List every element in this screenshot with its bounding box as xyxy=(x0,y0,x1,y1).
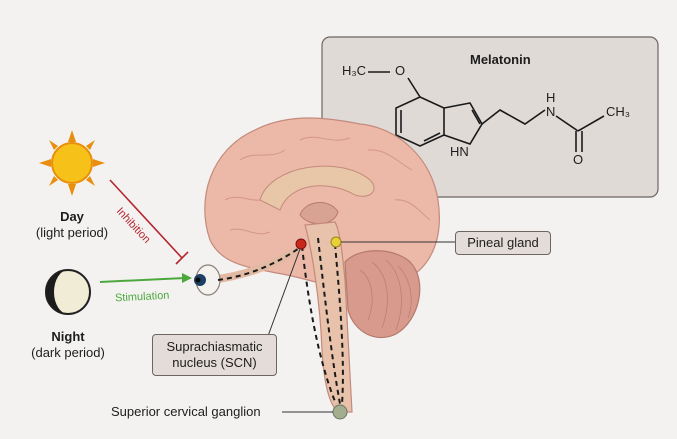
pineal-marker xyxy=(330,236,342,248)
ring-nh-label: HN xyxy=(450,144,469,159)
day-caption: Day (light period) xyxy=(22,209,122,241)
night-caption: Night (dark period) xyxy=(18,329,118,361)
melatonin-structure xyxy=(368,71,605,152)
night-label: Night xyxy=(51,329,85,344)
pineal-gland-label-box: Pineal gland xyxy=(455,231,551,255)
scn-marker xyxy=(295,238,307,250)
ganglion-marker xyxy=(332,404,348,420)
brain-illustration xyxy=(204,117,440,413)
methyl-label: CH₃ xyxy=(606,104,631,119)
pineal-gland-label: Pineal gland xyxy=(467,235,539,250)
melatonin-title: Melatonin xyxy=(470,52,531,67)
moon-icon xyxy=(45,269,91,315)
inhibition-arrow xyxy=(109,179,189,265)
methoxy-label: H₃C xyxy=(342,63,367,78)
ganglion-label: Superior cervical ganglion xyxy=(111,404,261,419)
scn-label-box: Suprachiasmatic nucleus (SCN) xyxy=(152,334,277,376)
nitrogen-label: N xyxy=(546,104,556,119)
oxygen-label: O xyxy=(395,63,406,78)
scn-label-line1: Suprachiasmatic xyxy=(166,339,263,354)
carbonyl-oxygen-label: O xyxy=(573,152,584,167)
eye-icon xyxy=(194,264,221,296)
scn-leader-line xyxy=(267,248,301,337)
stimulation-arrow xyxy=(99,273,192,283)
night-sublabel: (dark period) xyxy=(31,345,105,360)
nitrogen-h-label: H xyxy=(546,90,556,105)
stimulation-label: Stimulation xyxy=(114,289,170,305)
sun-icon xyxy=(39,130,105,196)
day-sublabel: (light period) xyxy=(35,225,109,240)
neural-pathway xyxy=(217,237,344,405)
day-label: Day xyxy=(60,209,84,224)
scn-label-line2: nucleus (SCN) xyxy=(172,355,257,370)
